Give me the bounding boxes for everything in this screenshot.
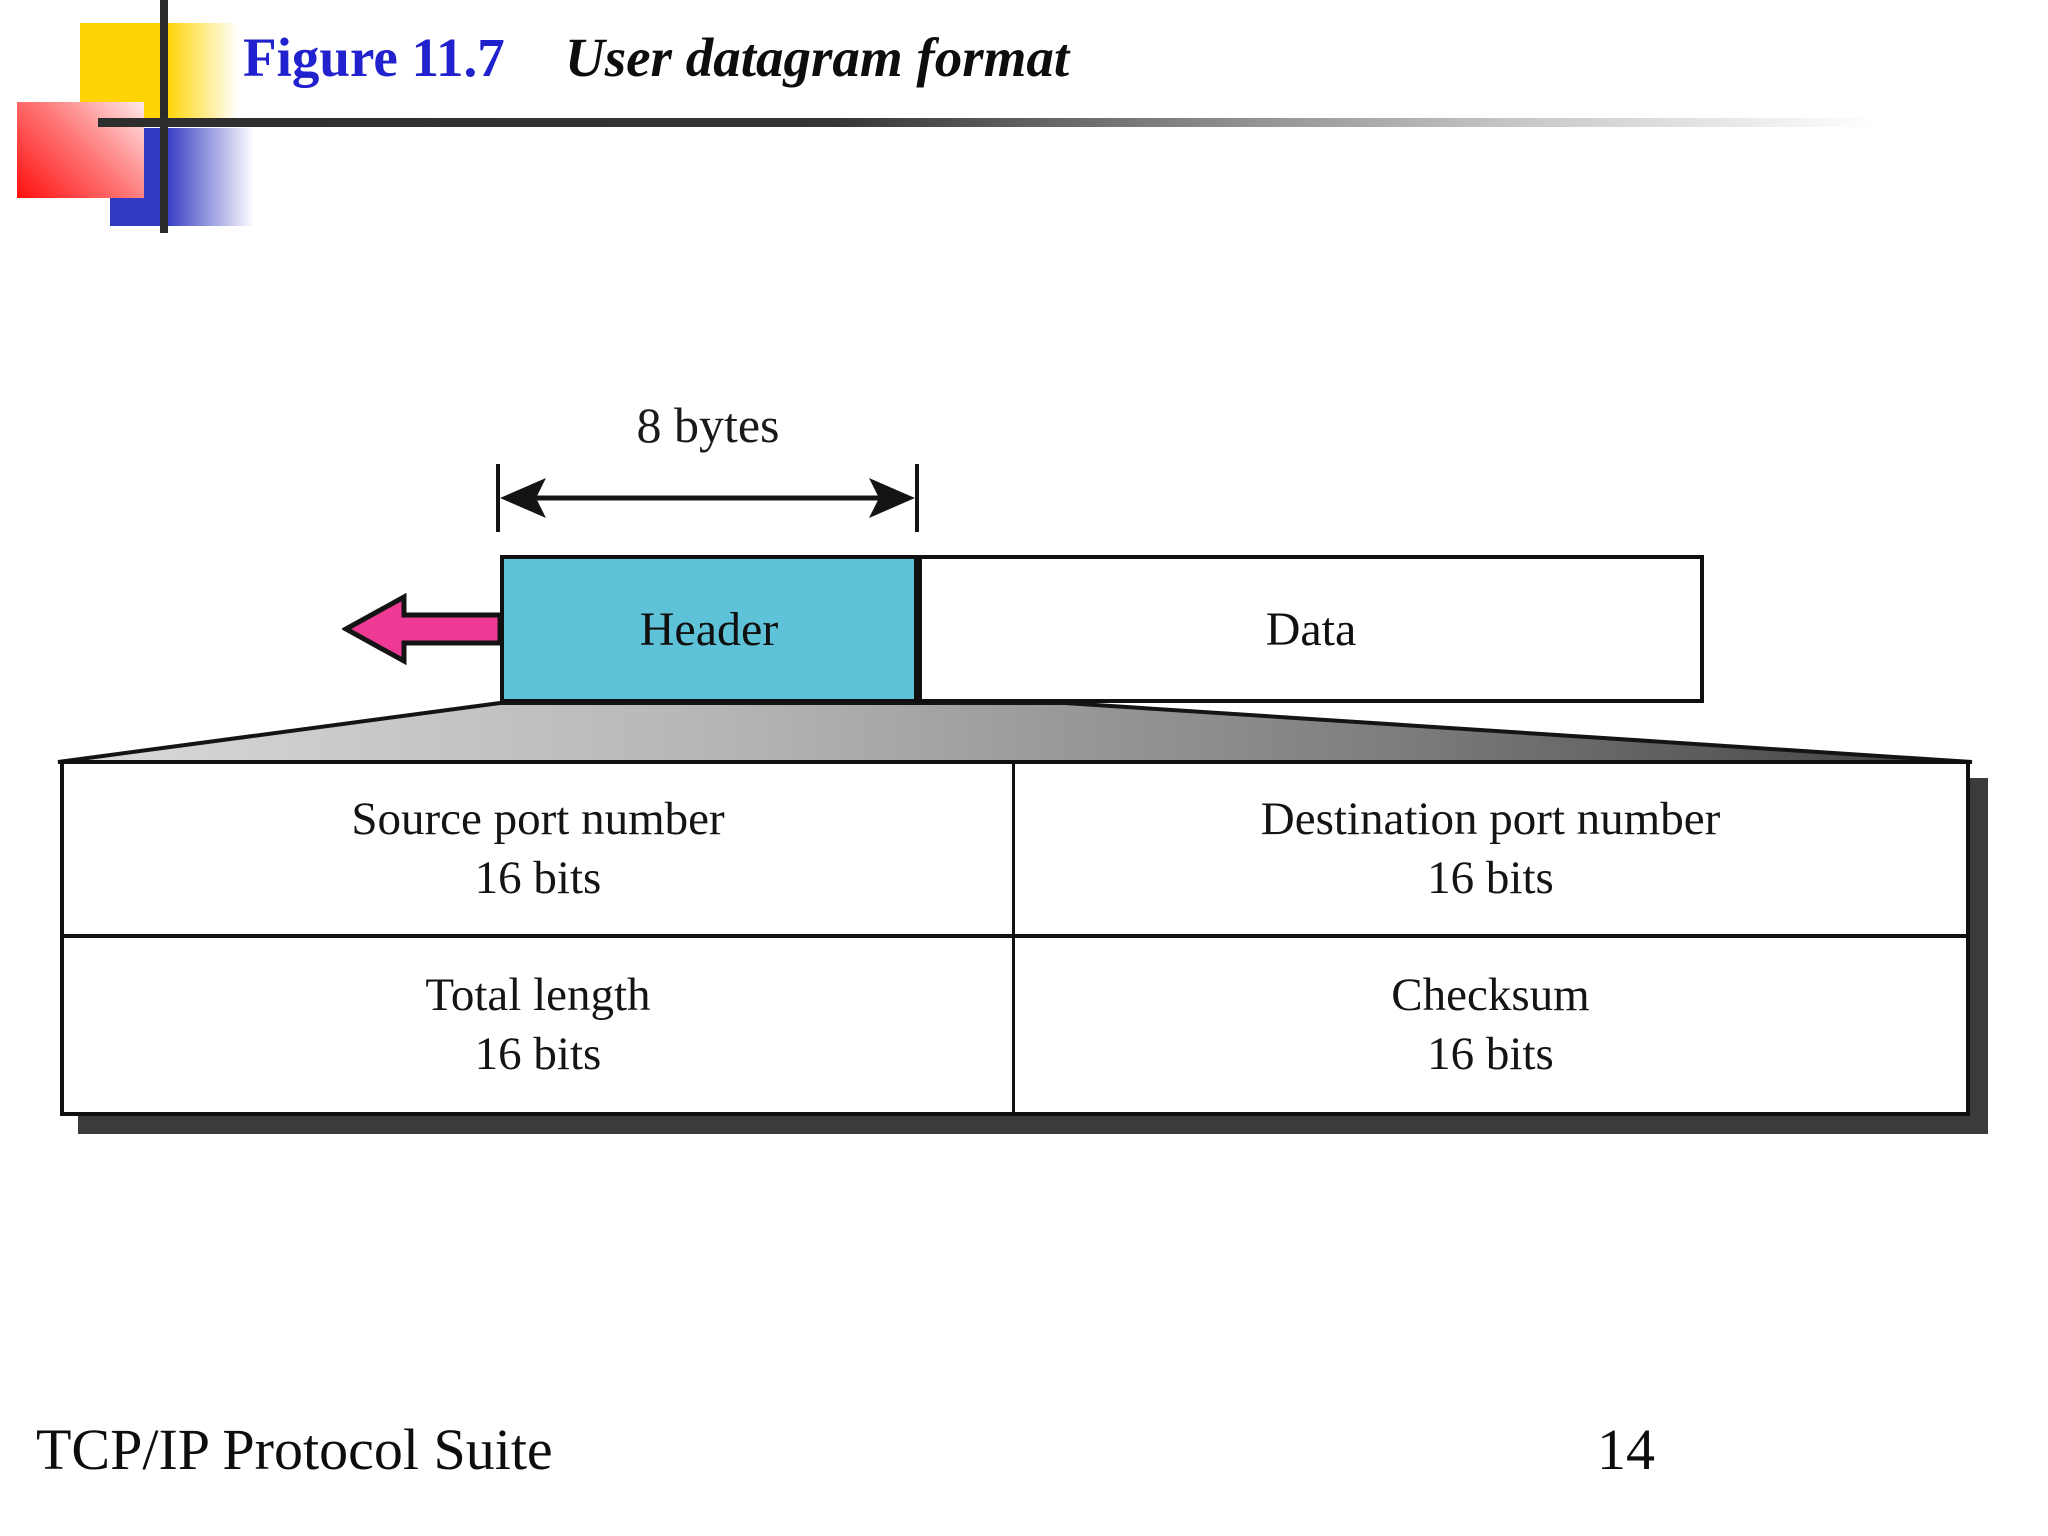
- figure-title: User datagram format: [565, 27, 1070, 88]
- table-cell-total-length: Total length 16 bits: [64, 938, 1015, 1112]
- header-box: Header: [500, 555, 918, 703]
- cell-title: Checksum: [1391, 969, 1590, 1021]
- table-cell-checksum: Checksum 16 bits: [1015, 938, 1966, 1112]
- cell-subtitle: 16 bits: [1427, 852, 1554, 904]
- cell-title: Destination port number: [1260, 793, 1721, 845]
- decoration-vertical-line: [160, 0, 168, 233]
- cell-subtitle: 16 bits: [474, 852, 602, 904]
- header-box-label: Header: [639, 602, 779, 656]
- data-box: Data: [918, 555, 1704, 703]
- cell-title: Source port number: [351, 793, 725, 845]
- data-box-label: Data: [1265, 602, 1357, 656]
- left-arrow-icon: [342, 593, 500, 665]
- width-dimension-arrow-icon: [496, 464, 919, 532]
- cell-subtitle: 16 bits: [1427, 1028, 1554, 1080]
- figure-label: Figure 11.7: [243, 27, 505, 88]
- table-cell-source-port: Source port number 16 bits: [64, 764, 1015, 938]
- udp-header-table: Source port number 16 bits Destination p…: [60, 760, 1970, 1116]
- page-number: 14: [1597, 1417, 1655, 1482]
- cell-title: Total length: [425, 969, 651, 1021]
- title-divider-rule: [98, 118, 1933, 127]
- header-expansion-trapezoid: [57, 701, 1973, 764]
- table-cell-destination-port: Destination port number 16 bits: [1015, 764, 1966, 938]
- decoration-red-square: [17, 102, 144, 198]
- size-label: 8 bytes: [636, 397, 780, 453]
- footer-book-title: TCP/IP Protocol Suite: [36, 1417, 553, 1482]
- cell-subtitle: 16 bits: [474, 1028, 602, 1080]
